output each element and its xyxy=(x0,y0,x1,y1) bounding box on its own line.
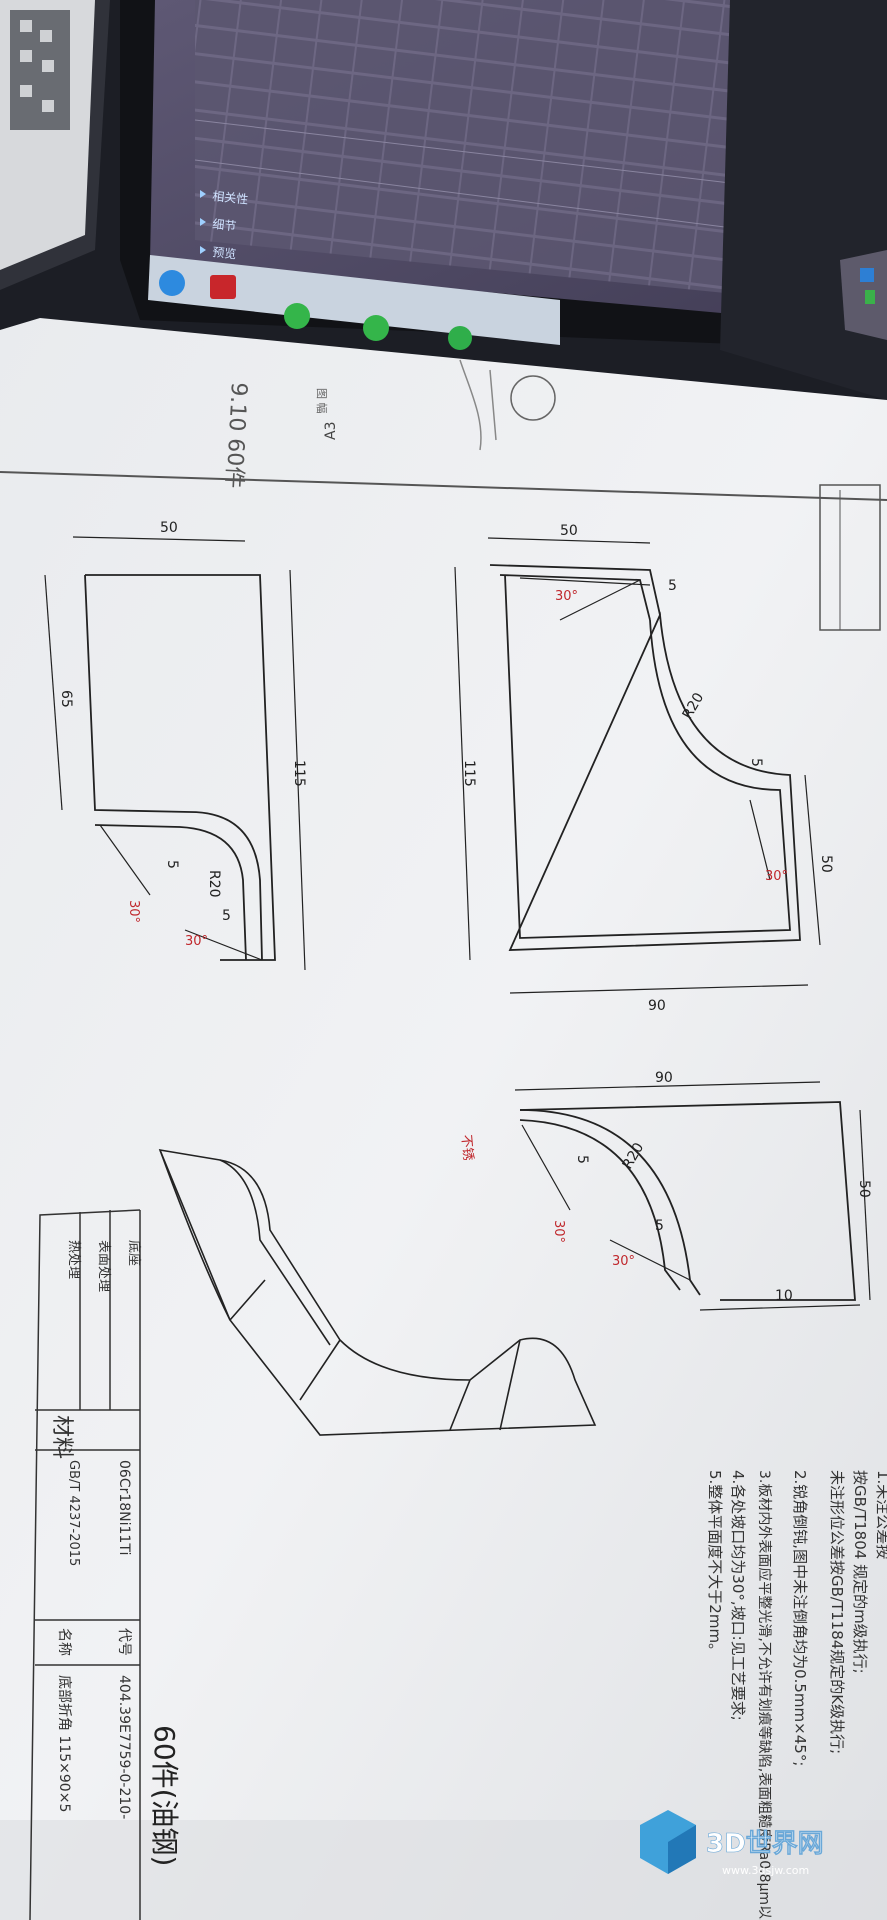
dim-label: 50 xyxy=(160,520,178,536)
green-app-icon[interactable] xyxy=(284,303,310,329)
middle-view-drawing xyxy=(454,537,821,994)
name-value: 底部折角 115×90×5 xyxy=(56,1675,72,1812)
code-label: 代号 xyxy=(116,1628,132,1656)
handwritten-red-note: 不锈 xyxy=(458,1134,475,1161)
tree-item-preview[interactable]: 预览 xyxy=(200,244,237,261)
code-value: 404.39E7759-0-210- xyxy=(116,1675,132,1819)
left-monitor xyxy=(0,0,110,290)
note-line: 4.各处坡口均为30°,坡口:见工艺要求; xyxy=(729,1470,747,1721)
bevel-angle-label: 30° xyxy=(551,1220,566,1243)
dim-label: 65 xyxy=(58,690,74,708)
note-line: 1.未注公差按 xyxy=(874,1470,887,1559)
tree-item-label: 相关性 xyxy=(212,189,249,207)
isometric-view-drawing xyxy=(158,1148,597,1436)
sheet-title-small: 图 幅 xyxy=(315,388,328,414)
left-view-drawing xyxy=(44,536,306,971)
bevel-angle-label: 30° xyxy=(612,1254,635,1269)
note-line: 2.锐角倒钝,图中未注倒角均为0.5mm×45°; xyxy=(791,1470,809,1766)
red-app-icon[interactable] xyxy=(210,275,236,299)
bevel-angle-label: 30° xyxy=(126,900,141,923)
title-row: 表面处理 xyxy=(96,1240,111,1292)
watermark-brand: 3D世界网 xyxy=(706,1829,824,1859)
bevel-angle-label: 30° xyxy=(555,589,578,604)
material-value: 06Cr18Ni11Ti xyxy=(116,1460,132,1555)
bevel-angle-label: 30° xyxy=(765,869,788,884)
right-monitor xyxy=(720,0,887,400)
note-line: 3.板材内外表面应平整光滑,不允许有划痕等缺陷,表面粗糙度Ra0.8μm以上; xyxy=(756,1470,773,1920)
green-app-icon-2[interactable] xyxy=(363,315,389,341)
green-app-icon-3[interactable] xyxy=(448,326,472,350)
tree-item-label: 预览 xyxy=(212,244,237,261)
center-monitor: 相关性 细节 预览 xyxy=(120,0,887,350)
tree-item-relevance[interactable]: 相关性 xyxy=(200,189,249,207)
title-block xyxy=(29,1209,141,1920)
title-row: 热处理 xyxy=(66,1240,81,1279)
note-line: 未注形位公差按GB/T1184规定的K级执行; xyxy=(828,1470,846,1754)
handwritten-quantity: 9.10 60件 xyxy=(220,382,251,489)
start-orb-icon[interactable] xyxy=(159,270,185,296)
bottom-view-drawing xyxy=(514,1081,871,1311)
dim-label: 115 xyxy=(461,760,477,787)
dim-label: 10 xyxy=(775,1288,793,1304)
note-line: 5.整体平面度不大于2mm。 xyxy=(706,1470,724,1658)
dim-label: 5 xyxy=(668,578,677,594)
dim-label: R20 xyxy=(206,870,222,898)
watermark-url: www.3dsjw.com xyxy=(722,1864,809,1877)
bevel-angle-label: 30° xyxy=(185,934,208,949)
dim-label: 90 xyxy=(655,1070,673,1086)
taskbar xyxy=(148,255,560,345)
material-label: 材料 xyxy=(49,1415,74,1459)
scribble-circle xyxy=(510,375,556,421)
dim-label: 5 xyxy=(164,860,180,869)
paper-size-label: A3 xyxy=(323,422,339,440)
dim-label: 5 xyxy=(748,758,764,767)
title-row: 底座 xyxy=(126,1240,142,1266)
technical-notes: 1.未注公差按 按GB/T1804 规定的m级执行; 未注形位公差按GB/T11… xyxy=(706,1470,887,1920)
dim-label: 5 xyxy=(574,1155,590,1164)
handwritten-bottom-note: 60件(油钢) xyxy=(148,1725,181,1866)
dim-label: 50 xyxy=(818,855,834,873)
tree-item-label: 细节 xyxy=(212,217,237,233)
watermark: 3D世界网 www.3dsjw.com xyxy=(640,1810,824,1877)
standard-value: GB/T 4237-2015 xyxy=(66,1460,81,1566)
dim-label: 50 xyxy=(856,1180,872,1198)
tree-item-details[interactable]: 细节 xyxy=(200,217,237,233)
name-label: 名称 xyxy=(56,1628,72,1656)
dim-label: 5 xyxy=(222,908,231,924)
note-line: 按GB/T1804 规定的m级执行; xyxy=(851,1470,869,1674)
dim-label: 5 xyxy=(655,1218,664,1234)
dim-label: 90 xyxy=(648,998,666,1014)
drawing-sheet: 9.10 60件 图 幅 A3 50 65 115 5 R20 5 30° 30… xyxy=(0,318,887,1920)
dim-label: 115 xyxy=(291,760,307,787)
dim-label: 50 xyxy=(560,523,578,539)
